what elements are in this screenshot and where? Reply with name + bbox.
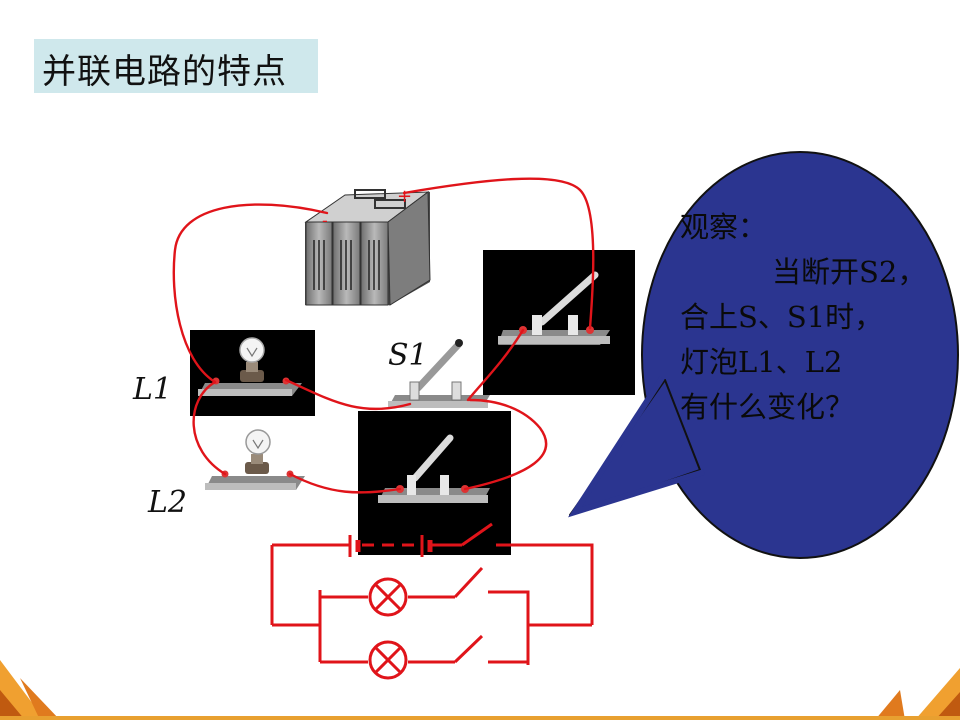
bubble-line-3: 合上S、S1时，	[680, 300, 884, 334]
bubble-line-5: 有什么变化？	[680, 390, 855, 424]
battery-plus-mark: +	[397, 186, 412, 207]
bubble-line-1: 观察：	[680, 210, 768, 244]
switch-s2-panel	[483, 250, 635, 395]
bubble-line-4: 灯泡L1、L2	[680, 345, 843, 379]
bottom-bar	[0, 716, 960, 720]
label-l2: L2	[148, 485, 188, 520]
lamp-symbol-icon	[368, 577, 408, 617]
label-s1: S1	[388, 338, 428, 373]
switch-s1	[388, 339, 490, 408]
bubble-text: 观察： 当断开S2， 合上S、S1时， 灯泡L1、L2 有什么变化？	[680, 205, 960, 430]
knife-switch-icon	[388, 339, 490, 408]
battery-minus-mark: -	[322, 211, 328, 230]
battery-icon	[304, 189, 431, 306]
lightbulb-icon	[198, 337, 302, 396]
slide-title: 并联电路的特点	[42, 52, 287, 92]
lamp-symbol-icon	[368, 640, 408, 680]
knife-switch-icon	[498, 271, 610, 345]
lamp-l1-panel	[190, 330, 315, 416]
lamp-l2	[205, 429, 305, 490]
label-l1: L1	[133, 372, 173, 407]
corner-decoration-right	[875, 668, 960, 720]
corner-decoration-left	[0, 660, 60, 720]
pictorial-wires	[172, 177, 595, 494]
speech-bubble	[567, 151, 959, 559]
bubble-line-2: 当断开S2，	[772, 255, 927, 289]
knife-switch-icon	[378, 434, 490, 503]
lightbulb-icon	[205, 429, 305, 490]
schematic-diagram	[270, 522, 594, 665]
title-box	[34, 39, 318, 93]
